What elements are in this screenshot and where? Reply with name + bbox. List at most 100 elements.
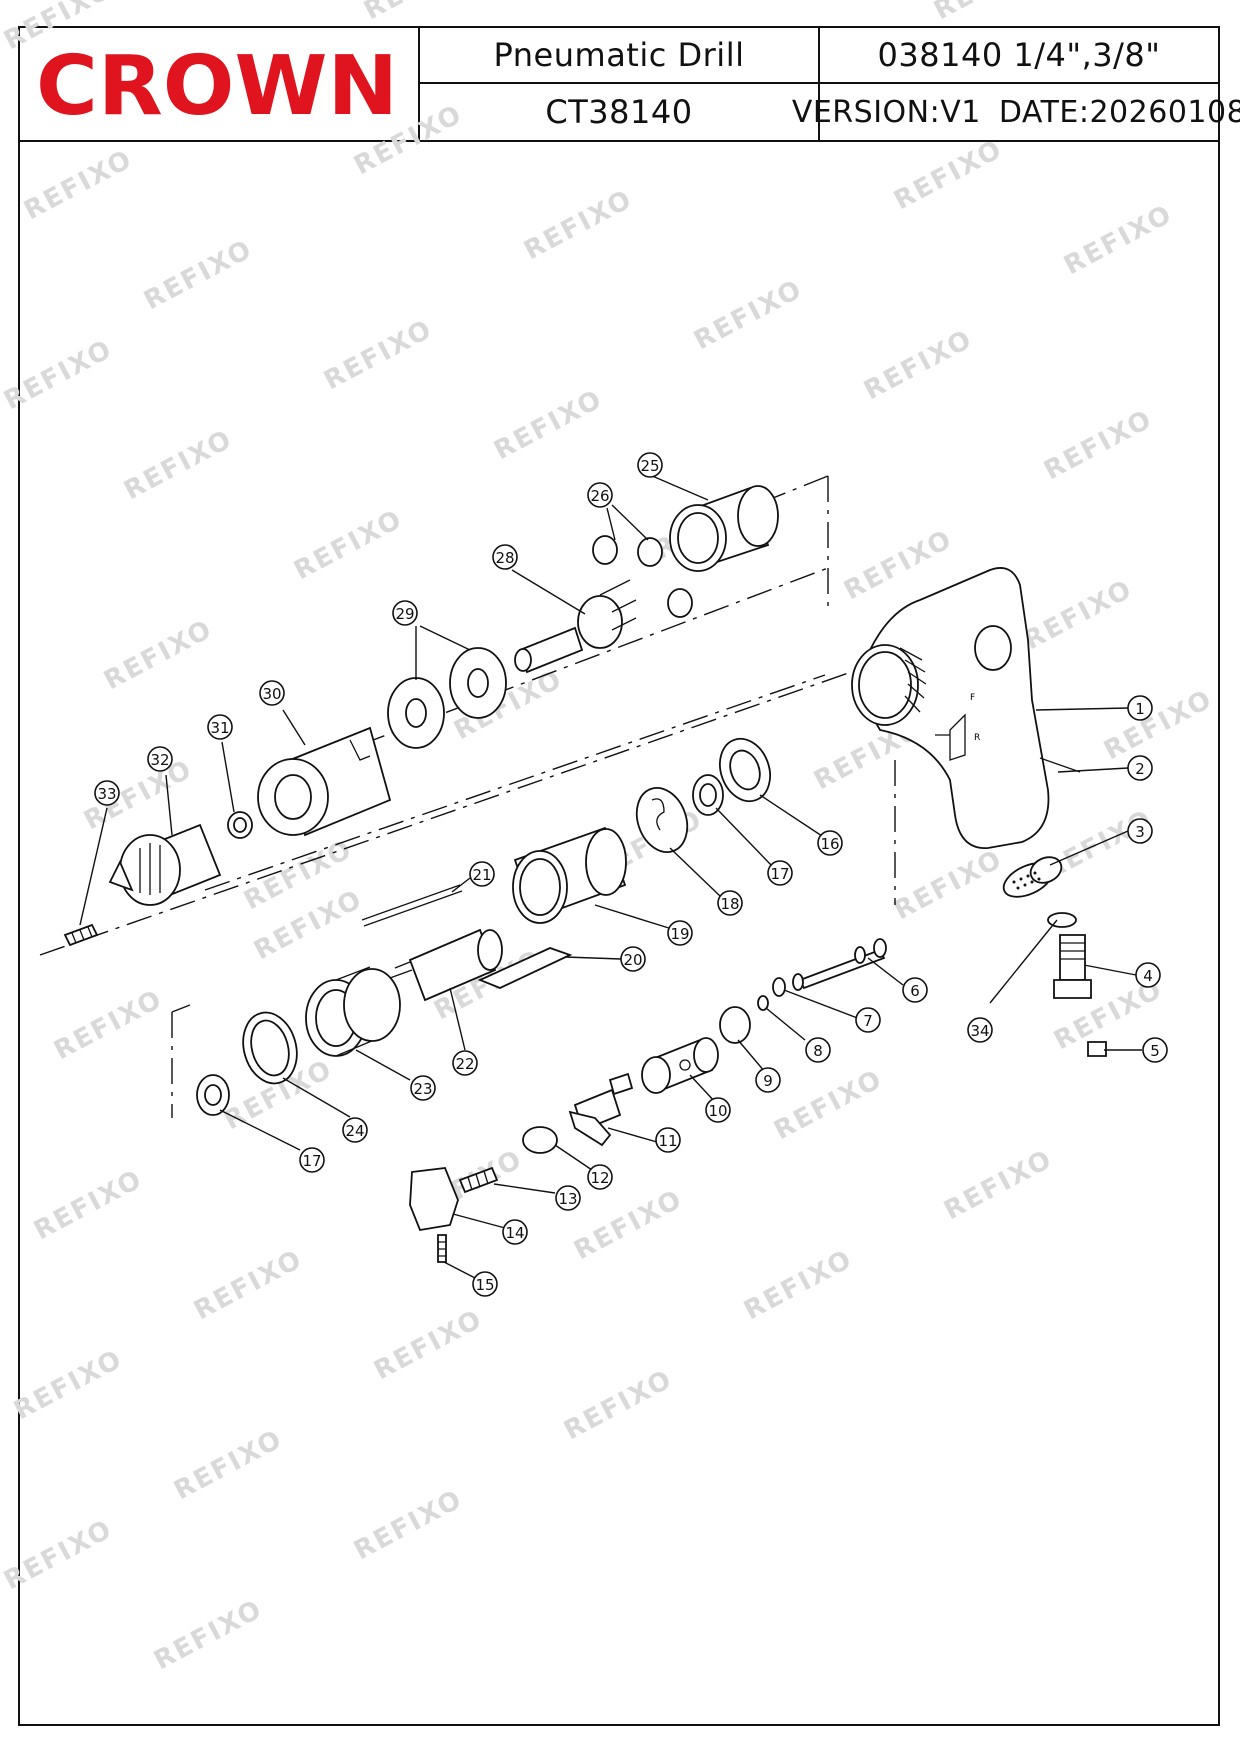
watermark-text: REFIXO [119, 424, 238, 506]
watermark-text: REFIXO [189, 1244, 308, 1326]
svg-text:1: 1 [1135, 700, 1145, 718]
part-end-plate-16 [719, 737, 771, 803]
watermark-text: REFIXO [319, 314, 438, 396]
callout-14: 14 [502, 1219, 528, 1245]
callout-26: 26 [587, 482, 613, 508]
callout-leader-lines [79, 474, 1142, 1279]
callout-3: 3 [1127, 818, 1153, 844]
part-housing: F R [851, 567, 1050, 849]
svg-text:20: 20 [623, 951, 642, 969]
part-exhaust-filter [1002, 856, 1063, 898]
part-bearing-17-top [692, 774, 724, 816]
watermark-text: REFIXO [359, 0, 478, 26]
callout-4: 4 [1135, 962, 1161, 988]
part-planet-carrier [514, 579, 637, 674]
watermark-text: REFIXO [689, 274, 808, 356]
part-ring-24 [242, 1011, 298, 1085]
callout-1: 1 [1127, 695, 1153, 721]
callout-labels: 1234567891011121314151617171819202122232… [94, 452, 1168, 1297]
callout-24: 24 [342, 1117, 368, 1143]
svg-text:29: 29 [395, 605, 414, 623]
part-valve-sleeve [641, 1037, 719, 1094]
part-chuck [108, 823, 222, 906]
reverse-label: R [974, 733, 980, 743]
part-washer-8 [757, 995, 769, 1011]
svg-text:12: 12 [590, 1169, 609, 1187]
drawing-sheet: CROWN Pneumatic Drill 038140 1/4",3/8" C… [18, 26, 1240, 1726]
watermark-text: REFIXO [889, 134, 1008, 216]
watermark-text: REFIXO [29, 1164, 148, 1246]
watermark-text: REFIXO [19, 144, 138, 226]
svg-text:11: 11 [658, 1132, 677, 1150]
watermark-text: REFIXO [0, 1514, 118, 1596]
callout-17: 17 [299, 1147, 325, 1173]
callout-25: 25 [637, 452, 663, 478]
watermark-text: REFIXO [569, 1184, 688, 1266]
part-cylinder-sleeve-23 [305, 966, 401, 1057]
watermark-text: REFIXO [99, 614, 218, 696]
part-spring [458, 1166, 499, 1194]
svg-text:16: 16 [820, 835, 839, 853]
callout-32: 32 [147, 746, 173, 772]
callout-22: 22 [452, 1050, 478, 1076]
assembly-axis-lines [39, 475, 901, 1118]
watermark-text: REFIXO [1019, 574, 1138, 656]
version-text: VERSION:V1 [791, 94, 981, 130]
svg-text:3: 3 [1135, 823, 1145, 841]
svg-text:32: 32 [150, 751, 169, 769]
watermark-text: REFIXO [349, 99, 468, 181]
crown-logo: CROWN [36, 46, 398, 126]
watermark-text: REFIXO [769, 1064, 888, 1146]
callout-12: 12 [587, 1164, 613, 1190]
part-washer-31 [227, 811, 253, 839]
watermark-text: REFIXO [369, 1304, 488, 1386]
watermark-text: REFIXO [9, 1344, 128, 1426]
part-bearing-17-bottom [196, 1074, 230, 1116]
forward-label: F [970, 693, 975, 703]
part-vane-20 [477, 947, 573, 989]
svg-text:22: 22 [455, 1055, 474, 1073]
svg-text:4: 4 [1143, 967, 1153, 985]
watermark-text: REFIXO [1099, 684, 1218, 766]
svg-text:6: 6 [910, 982, 920, 1000]
model-number: CT38140 [420, 84, 820, 140]
watermark-text: REFIXO [1059, 199, 1178, 281]
watermark-text: REFIXO [0, 0, 118, 56]
svg-text:15: 15 [475, 1276, 494, 1294]
watermark-text: REFIXO [0, 334, 118, 416]
svg-text:19: 19 [670, 925, 689, 943]
callout-33: 33 [94, 780, 120, 806]
brand-name: CROWN [36, 46, 398, 126]
watermark-text: REFIXO [1039, 404, 1158, 486]
svg-text:5: 5 [1150, 1042, 1160, 1060]
part-valve-body [568, 1072, 634, 1147]
part-pin [1039, 757, 1081, 773]
svg-text:17: 17 [302, 1152, 321, 1170]
part-air-inlet [1053, 934, 1092, 999]
callout-30: 30 [259, 680, 285, 706]
callout-21: 21 [469, 861, 495, 887]
callout-15: 15 [472, 1271, 498, 1297]
watermark-text: REFIXO [139, 234, 258, 316]
callout-8: 8 [805, 1037, 831, 1063]
watermark-text: REFIXO [929, 0, 1048, 26]
callout-23: 23 [410, 1075, 436, 1101]
part-trigger [409, 1167, 459, 1232]
part-trigger-pin [437, 1234, 447, 1263]
part-valve-stem [792, 938, 887, 991]
svg-text:13: 13 [558, 1190, 577, 1208]
svg-text:7: 7 [863, 1012, 873, 1030]
svg-text:34: 34 [970, 1022, 989, 1040]
watermark-text: REFIXO [519, 184, 638, 266]
svg-text:10: 10 [708, 1102, 727, 1120]
callout-5: 5 [1142, 1037, 1168, 1063]
watermark-text: REFIXO [349, 1484, 468, 1566]
svg-text:21: 21 [472, 866, 491, 884]
svg-text:30: 30 [262, 685, 281, 703]
callout-28: 28 [492, 544, 518, 570]
part-cylinder [512, 826, 627, 924]
part-planet-gears [592, 535, 693, 618]
watermark-text: REFIXO [559, 1364, 678, 1446]
watermark-text: REFIXO [169, 1424, 288, 1506]
